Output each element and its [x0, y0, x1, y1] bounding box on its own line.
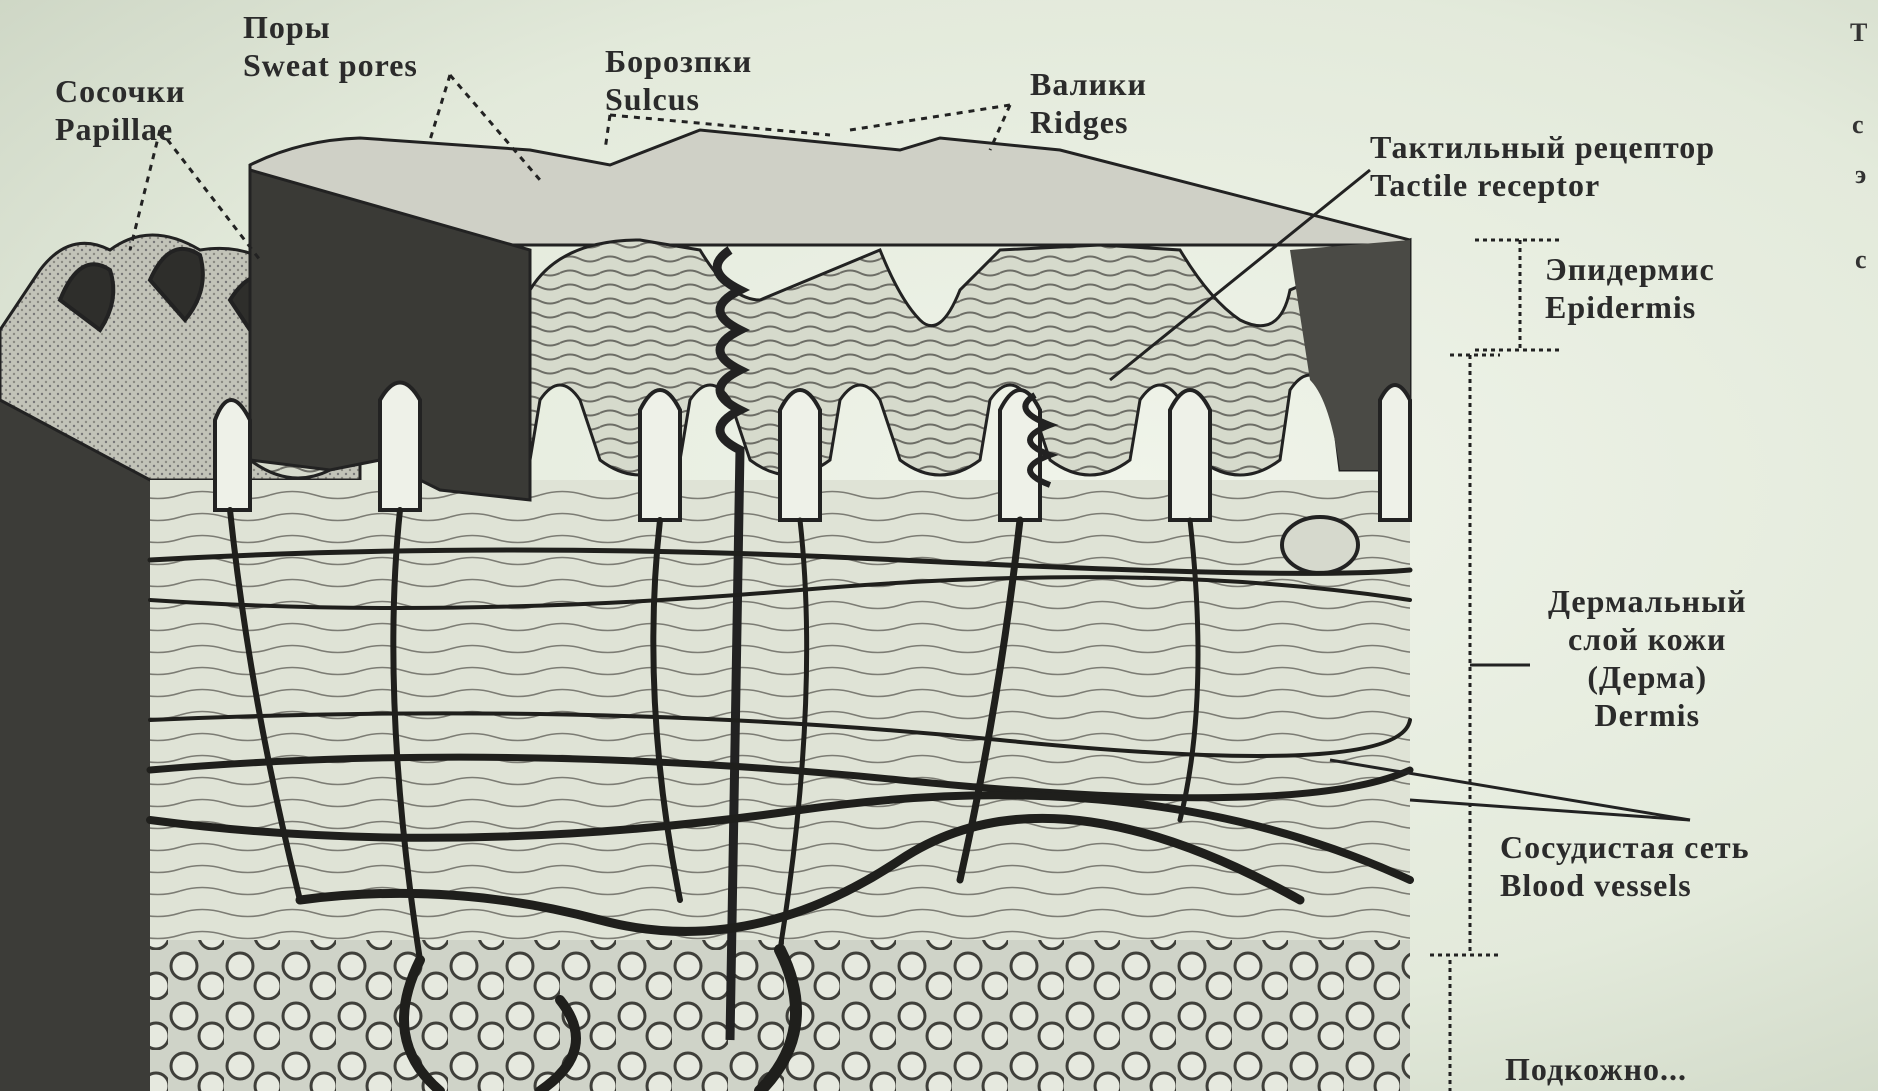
- label-epidermis-en: Epidermis: [1545, 288, 1715, 326]
- label-tactile-receptor-ru: Тактильный рецептор: [1370, 128, 1715, 166]
- edge-fragment-3: э: [1855, 160, 1866, 190]
- label-ridges-ru: Валики: [1030, 65, 1147, 103]
- label-sulcus: Борозпки Sulcus: [605, 42, 752, 118]
- label-sweat-pores-ru: Поры: [243, 8, 418, 46]
- label-sulcus-en: Sulcus: [605, 80, 752, 118]
- label-dermis-en: Dermis: [1548, 696, 1747, 734]
- lamellar-corpuscle: [1282, 517, 1358, 573]
- label-ridges: Валики Ridges: [1030, 65, 1147, 141]
- edge-fragment-1: Т: [1850, 18, 1867, 48]
- label-papillae-ru: Сосочки: [55, 72, 185, 110]
- label-dermis-ru-line2: слой кожи: [1548, 620, 1747, 658]
- label-dermis-ru-line3: (Дерма): [1548, 658, 1747, 696]
- edge-fragment-4: с: [1855, 245, 1867, 275]
- edge-fragment-2: с: [1852, 110, 1864, 140]
- label-dermis: Дермальный слой кожи (Дерма) Dermis: [1548, 582, 1747, 734]
- label-tactile-receptor: Тактильный рецептор Tactile receptor: [1370, 128, 1715, 204]
- label-tactile-receptor-en: Tactile receptor: [1370, 166, 1715, 204]
- label-subcutaneous: Подкожно...: [1505, 1050, 1687, 1088]
- label-blood-vessels-ru: Сосудистая сеть: [1500, 828, 1750, 866]
- label-ridges-en: Ridges: [1030, 103, 1147, 141]
- label-blood-vessels-en: Blood vessels: [1500, 866, 1750, 904]
- dimension-brackets: [1430, 240, 1560, 1091]
- label-dermis-ru-line1: Дермальный: [1548, 582, 1747, 620]
- label-sweat-pores-en: Sweat pores: [243, 46, 418, 84]
- label-epidermis-ru: Эпидермис: [1545, 250, 1715, 288]
- label-papillae: Сосочки Papillae: [55, 72, 185, 148]
- label-blood-vessels: Сосудистая сеть Blood vessels: [1500, 828, 1750, 904]
- label-papillae-en: Papillae: [55, 110, 185, 148]
- label-subcutaneous-ru: Подкожно...: [1505, 1050, 1687, 1088]
- label-sweat-pores: Поры Sweat pores: [243, 8, 418, 84]
- label-sulcus-ru: Борозпки: [605, 42, 752, 80]
- label-epidermis: Эпидермис Epidermis: [1545, 250, 1715, 326]
